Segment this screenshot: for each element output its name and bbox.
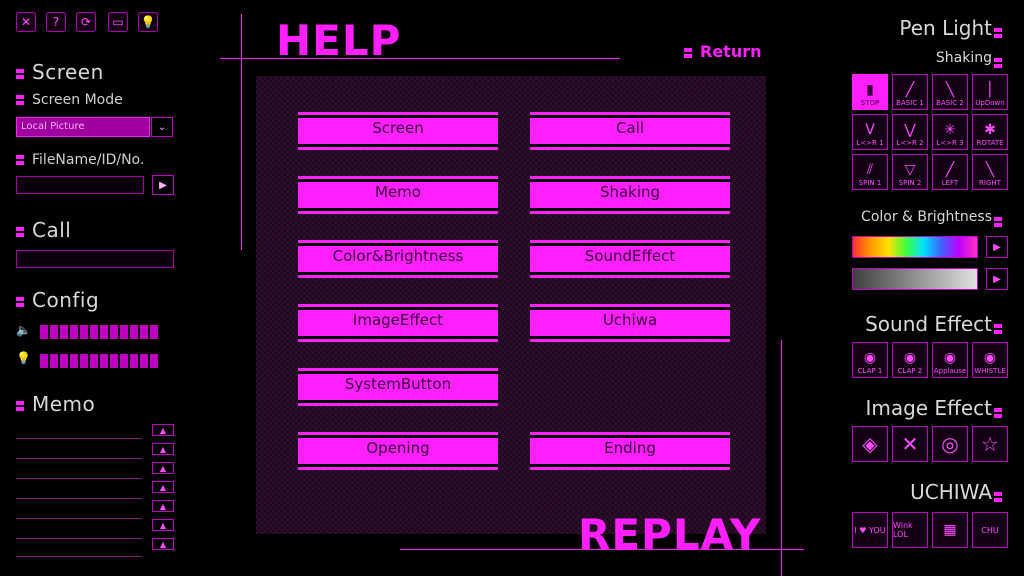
volume-slider[interactable]	[40, 325, 158, 339]
divider-line	[400, 549, 804, 550]
shake-basic2-tile[interactable]: ╲BASIC 2	[932, 74, 968, 110]
penlight-title: Pen Light	[899, 16, 992, 40]
call-input[interactable]	[16, 250, 174, 268]
uchiwa-pattern-tile[interactable]: ▦	[932, 512, 968, 548]
bullet-icon	[994, 402, 1010, 421]
shake-lr2-tile[interactable]: ⋁L<>R 2	[892, 114, 928, 150]
bullet-icon	[994, 211, 1010, 230]
sound-whistle-tile[interactable]: ◉WHISTLE	[972, 342, 1008, 378]
bullet-icon	[994, 486, 1010, 505]
memo-line	[16, 458, 142, 459]
sound-clap1-tile[interactable]: ◉CLAP 1	[852, 342, 888, 378]
bullet-icon	[684, 47, 692, 58]
memo-line	[16, 498, 142, 499]
bullet-icon	[16, 226, 24, 237]
screen-mode-label: Screen Mode	[16, 92, 123, 108]
brightness-icon: 💡	[16, 351, 31, 365]
help-color-brightness-button[interactable]: Color&Brightness	[298, 240, 498, 278]
image-effect-sparkle-tile[interactable]: ✕	[892, 426, 928, 462]
help-title: HELP	[276, 16, 402, 65]
memo-up-icon[interactable]: ▲	[152, 538, 174, 550]
memo-section-title: Memo	[16, 392, 95, 416]
help-opening-button[interactable]: Opening	[298, 432, 498, 470]
memo-up-icon[interactable]: ▲	[152, 500, 174, 512]
chevron-down-icon[interactable]: ⌄	[151, 117, 173, 137]
help-image-effect-button[interactable]: ImageEffect	[298, 304, 498, 342]
bullet-icon	[16, 155, 24, 165]
window-icon[interactable]: ▭	[108, 12, 128, 32]
sound-effect-title: Sound Effect	[865, 312, 992, 336]
shake-stop-tile[interactable]: ▮STOP	[852, 74, 888, 110]
filename-play-icon[interactable]: ▶	[152, 175, 174, 195]
bullet-icon	[994, 52, 1010, 71]
memo-up-icon[interactable]: ▲	[152, 462, 174, 474]
shake-right-tile[interactable]: ╲RIGHT	[972, 154, 1008, 190]
memo-up-icon[interactable]: ▲	[152, 519, 174, 531]
uchiwa-wink-tile[interactable]: Wink LOL	[892, 512, 928, 548]
filename-label: FileName/ID/No.	[16, 152, 144, 168]
brightness-slider[interactable]	[40, 354, 158, 368]
bullet-icon	[16, 68, 24, 79]
bullet-icon	[16, 95, 24, 105]
memo-line	[16, 518, 142, 519]
bullet-icon	[994, 22, 1010, 41]
lightbulb-icon[interactable]: 💡	[138, 12, 158, 32]
divider-line	[220, 58, 620, 59]
replay-button[interactable]: REPLAY	[578, 510, 762, 559]
filename-input[interactable]	[16, 176, 144, 194]
memo-up-icon[interactable]: ▲	[152, 424, 174, 436]
help-call-button[interactable]: Call	[530, 112, 730, 150]
divider-line	[781, 340, 782, 576]
shake-spin2-tile[interactable]: ▽SPIN 2	[892, 154, 928, 190]
screen-mode-select[interactable]: Local Picture	[16, 117, 150, 137]
image-effect-ring-tile[interactable]: ◎	[932, 426, 968, 462]
sound-clap2-tile[interactable]: ◉CLAP 2	[892, 342, 928, 378]
uchiwa-title: UCHIWA	[910, 480, 992, 504]
memo-line	[16, 556, 142, 557]
memo-up-icon[interactable]: ▲	[152, 443, 174, 455]
refresh-icon[interactable]: ⟳	[76, 12, 96, 32]
help-ending-button[interactable]: Ending	[530, 432, 730, 470]
bullet-icon	[16, 296, 24, 307]
memo-up-icon[interactable]: ▲	[152, 481, 174, 493]
shake-rotate-tile[interactable]: ✱ROTATE	[972, 114, 1008, 150]
screen-section-title: Screen	[16, 60, 104, 84]
help-system-button-button[interactable]: SystemButton	[298, 368, 498, 406]
shake-spin1-tile[interactable]: ⫽SPIN 1	[852, 154, 888, 190]
color-brightness-title: Color & Brightness	[861, 209, 992, 225]
image-effect-star-tile[interactable]: ☆	[972, 426, 1008, 462]
shake-left-tile[interactable]: ╱LEFT	[932, 154, 968, 190]
brightness-slider[interactable]	[852, 268, 978, 290]
help-shaking-button[interactable]: Shaking	[530, 176, 730, 214]
shake-lr3-tile[interactable]: ✳L<>R 3	[932, 114, 968, 150]
return-button[interactable]: Return	[684, 42, 762, 61]
uchiwa-i-love-you-tile[interactable]: I ♥ YOU	[852, 512, 888, 548]
help-memo-button[interactable]: Memo	[298, 176, 498, 214]
image-effect-diamond-tile[interactable]: ◈	[852, 426, 888, 462]
color-slider[interactable]	[852, 236, 978, 258]
help-screen-button[interactable]: Screen	[298, 112, 498, 150]
image-effect-title: Image Effect	[865, 396, 992, 420]
call-section-title: Call	[16, 218, 71, 242]
uchiwa-chu-tile[interactable]: CHU	[972, 512, 1008, 548]
brightness-play-icon[interactable]: ▶	[986, 268, 1008, 290]
help-icon[interactable]: ?	[46, 12, 66, 32]
color-play-icon[interactable]: ▶	[986, 236, 1008, 258]
bullet-icon	[16, 400, 24, 411]
shaking-label: Shaking	[935, 50, 992, 66]
memo-line	[16, 438, 142, 439]
config-section-title: Config	[16, 288, 99, 312]
memo-line	[16, 478, 142, 479]
close-icon[interactable]: ✕	[16, 12, 36, 32]
shake-updown-tile[interactable]: │UpDown	[972, 74, 1008, 110]
memo-line	[16, 538, 142, 539]
divider-line	[241, 14, 242, 250]
volume-icon: 🔈	[16, 323, 31, 337]
bullet-icon	[994, 318, 1010, 337]
sound-applause-tile[interactable]: ◉Applause	[932, 342, 968, 378]
help-sound-effect-button[interactable]: SoundEffect	[530, 240, 730, 278]
help-uchiwa-button[interactable]: Uchiwa	[530, 304, 730, 342]
shake-basic1-tile[interactable]: ╱BASIC 1	[892, 74, 928, 110]
